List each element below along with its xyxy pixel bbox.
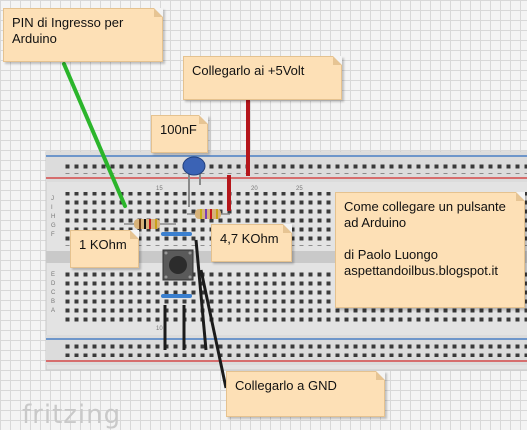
bottom-rail-holes <box>62 343 527 357</box>
note-vcc: Collegarlo ai +5Volt <box>183 56 342 100</box>
note-line: ad Arduino <box>344 215 407 230</box>
note-line: aspettandoilbus.blogspot.it <box>344 263 498 278</box>
top-rail-holes <box>62 160 527 174</box>
note-info: Come collegare un pulsante ad Arduino di… <box>335 192 525 308</box>
note-gnd: Collegarlo a GND <box>226 371 385 417</box>
note-line: Come collegare un pulsante <box>344 199 506 214</box>
note-text: Collegarlo a GND <box>235 378 337 393</box>
note-line: di Paolo Luongo <box>344 247 438 262</box>
column-label: 10 <box>156 326 163 332</box>
row-label: B <box>51 299 55 305</box>
gnd-wire <box>199 269 228 389</box>
capacitor-100nf <box>182 156 206 176</box>
note-res2: 4,7 KOhm <box>211 224 292 262</box>
note-res1: 1 KOhm <box>70 230 139 268</box>
resistor-4k7 <box>187 209 230 219</box>
note-line: Arduino <box>12 31 57 46</box>
column-label: 20 <box>251 186 258 192</box>
row-label: J <box>51 196 54 202</box>
column-label: 15 <box>156 186 163 192</box>
row-label: I <box>51 205 53 211</box>
note-line: PIN di Ingresso per <box>12 15 124 30</box>
row-label: A <box>51 308 55 314</box>
column-label: 25 <box>296 186 303 192</box>
row-label: G <box>51 223 56 229</box>
pin-wire <box>62 62 127 208</box>
note-text: 1 KOhm <box>79 237 127 252</box>
note-cap: 100nF <box>151 115 208 153</box>
row-label: E <box>51 272 55 278</box>
note-text: 100nF <box>160 122 197 137</box>
gnd-leg <box>194 239 208 351</box>
note-text: 4,7 KOhm <box>220 231 279 246</box>
fritzing-watermark: fritzing <box>22 400 122 430</box>
note-text: Collegarlo ai +5Volt <box>192 63 305 78</box>
row-label: C <box>51 290 56 296</box>
row-label: H <box>51 214 55 220</box>
note-pin: PIN di Ingresso per Arduino <box>3 8 163 62</box>
row-label: F <box>51 232 55 238</box>
resistor-1k <box>124 219 176 229</box>
note-line <box>344 231 516 247</box>
row-label: D <box>51 281 56 287</box>
push-button <box>162 249 194 281</box>
